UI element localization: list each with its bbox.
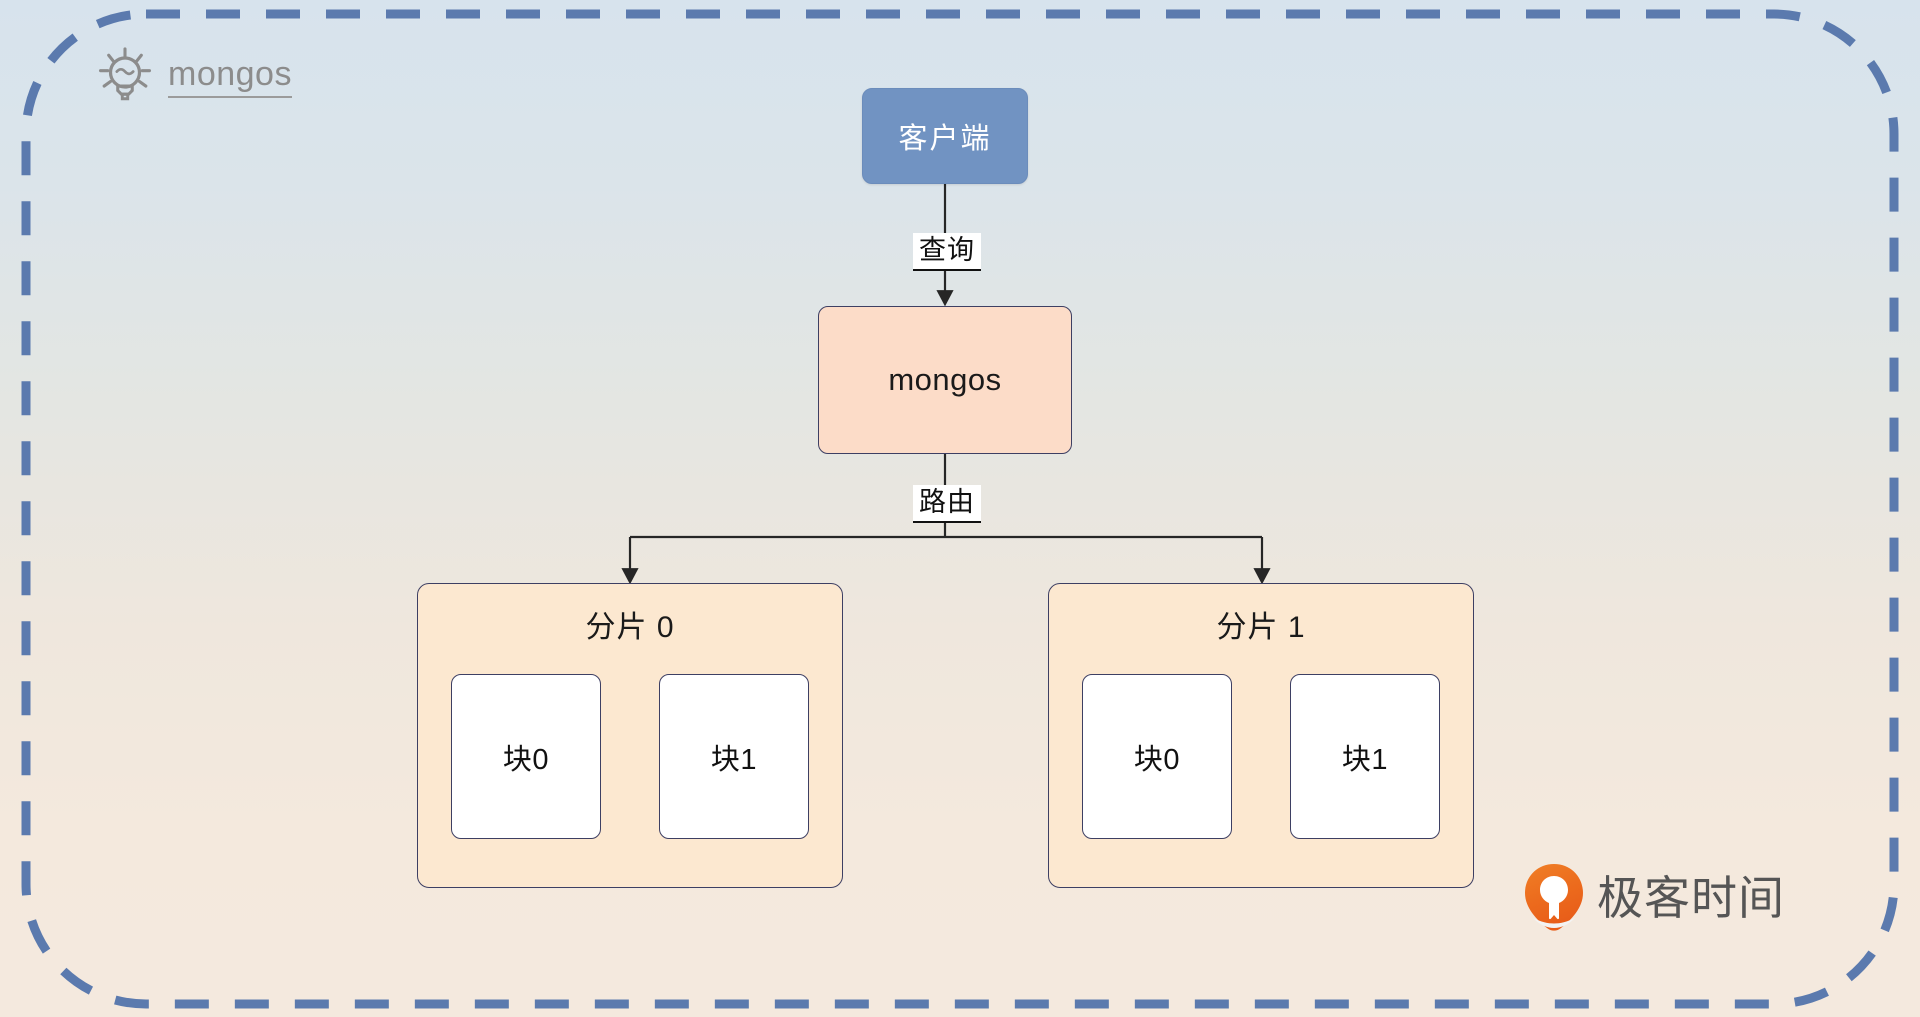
shard-0-title: 分片 0	[585, 611, 675, 644]
chunk-box[interactable]: 块1	[659, 674, 809, 839]
watermark-label: 极客时间	[1597, 872, 1785, 924]
chunk-box[interactable]: 块0	[1082, 674, 1232, 839]
chunk-label: 块1	[1341, 743, 1389, 776]
shard-1-chunk-row: 块0 块1	[1049, 674, 1473, 839]
node-client-label: 客户端	[898, 123, 992, 155]
chunk-label: 块0	[502, 743, 550, 776]
chunk-label: 块1	[710, 743, 758, 776]
chunk-box[interactable]: 块1	[1290, 674, 1440, 839]
node-mongos[interactable]: mongos	[818, 306, 1072, 454]
node-shard-1[interactable]: 分片 1 块0 块1	[1048, 583, 1474, 888]
lightbulb-icon	[98, 47, 152, 101]
shard-0-chunk-row: 块0 块1	[418, 674, 842, 839]
title-label: mongos	[168, 55, 292, 99]
chunk-label: 块0	[1133, 743, 1181, 776]
node-shard-0[interactable]: 分片 0 块0 块1	[417, 583, 843, 888]
edge-label-route: 路由	[913, 485, 981, 524]
diagram-title: mongos	[96, 46, 292, 108]
node-client[interactable]: 客户端	[862, 88, 1028, 184]
shard-1-title: 分片 1	[1216, 611, 1306, 644]
geektime-logo-icon	[1525, 864, 1583, 931]
chunk-box[interactable]: 块0	[451, 674, 601, 839]
node-mongos-label: mongos	[888, 362, 1002, 397]
watermark: 极客时间	[1523, 862, 1785, 934]
edge-label-query: 查询	[913, 233, 981, 272]
